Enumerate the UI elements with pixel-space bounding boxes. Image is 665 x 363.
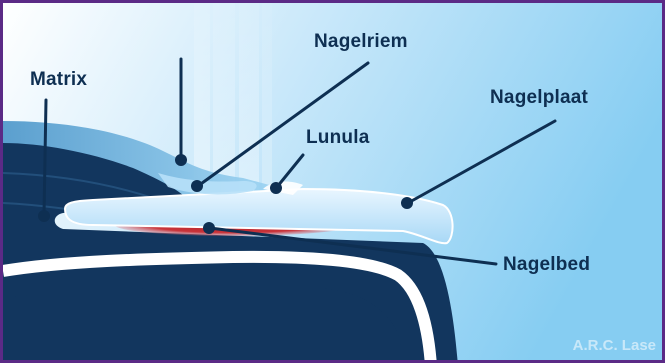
nagelriem-dot-a <box>175 154 187 166</box>
watermark-text: A.R.C. Lase <box>573 337 656 354</box>
nagelbed-dot <box>203 222 215 234</box>
label-matrix: Matrix <box>30 69 87 91</box>
label-nagelbed: Nagelbed <box>503 254 590 276</box>
label-nagelriem: Nagelriem <box>314 31 408 53</box>
nail-anatomy-illustration <box>3 3 665 363</box>
label-nagelplaat: Nagelplaat <box>490 87 588 109</box>
matrix-leader <box>44 100 46 215</box>
lunula-dot <box>270 182 282 194</box>
matrix-dot <box>38 210 50 222</box>
nagelplaat-dot <box>401 197 413 209</box>
nagelriem-dot-b <box>191 180 203 192</box>
label-lunula: Lunula <box>306 127 369 149</box>
